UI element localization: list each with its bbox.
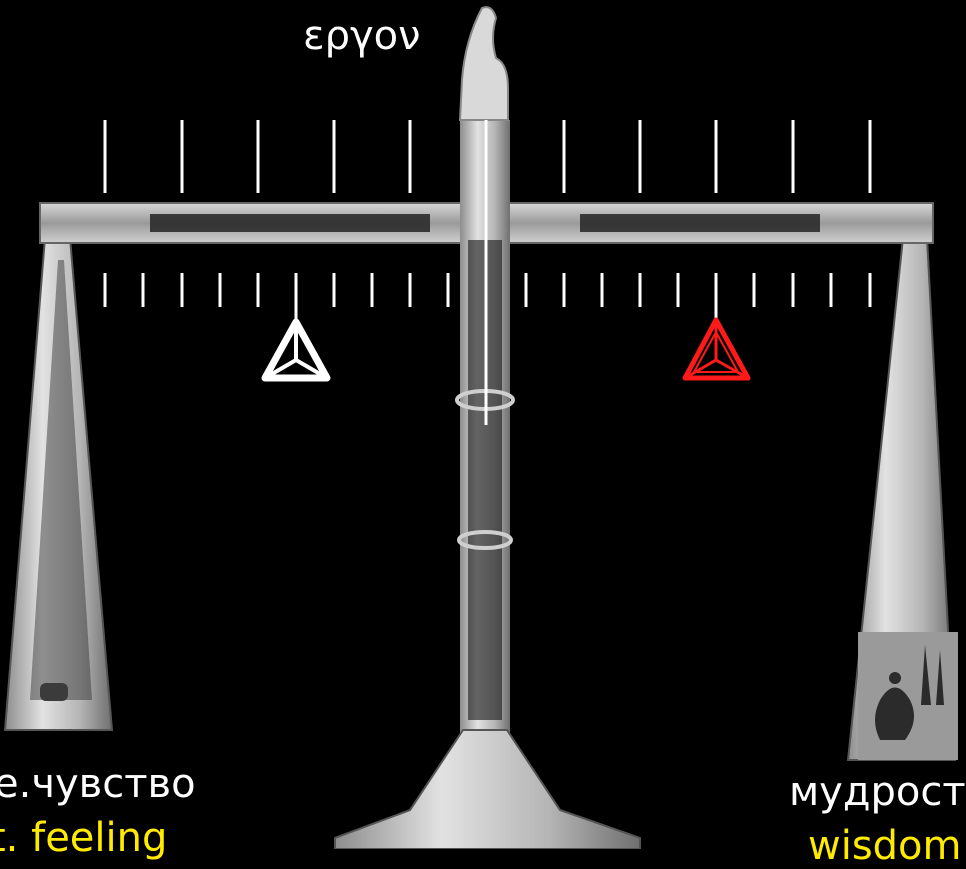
scale-base bbox=[335, 730, 640, 849]
triangle-marker-left-icon bbox=[265, 322, 327, 378]
left-label-russian: е.чувство bbox=[0, 764, 196, 804]
balance-scale-figure: εργον е.чувство t. feeling мудрость wisd… bbox=[0, 0, 966, 849]
left-pan-weight bbox=[40, 683, 68, 701]
stamp-seal-icon bbox=[858, 632, 958, 760]
balance-scale-icon bbox=[0, 0, 966, 849]
right-label-russian: мудрость bbox=[789, 772, 966, 812]
right-label-english: wisdom bbox=[808, 826, 962, 866]
pillar-head bbox=[460, 7, 508, 120]
pillar-title: εργον bbox=[303, 16, 421, 56]
triangle-marker-right-icon bbox=[685, 320, 748, 378]
left-label-english: t. feeling bbox=[0, 818, 167, 858]
